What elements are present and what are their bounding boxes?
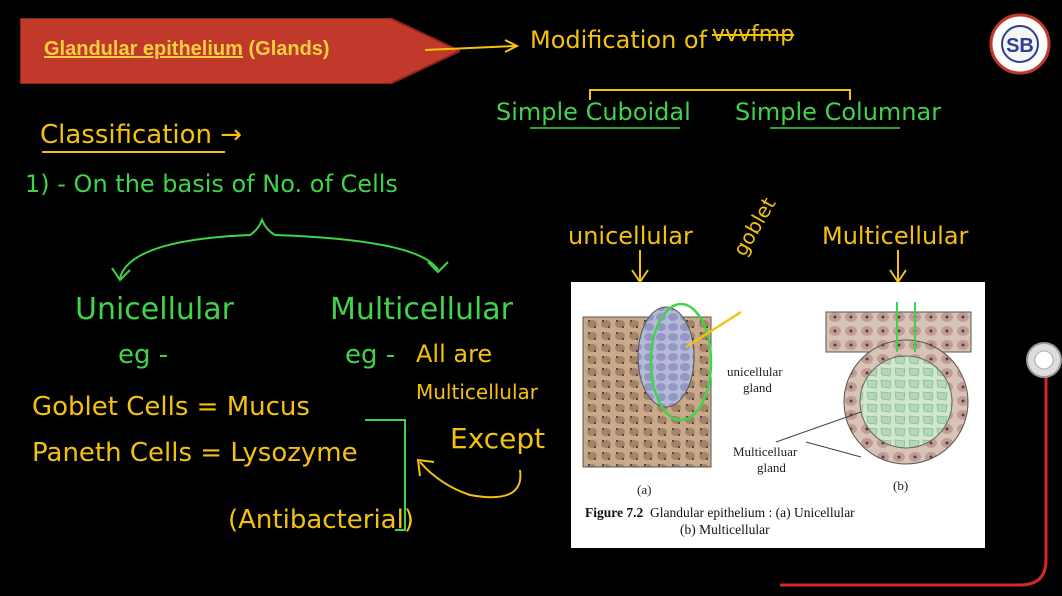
- note-eg-1: eg -: [118, 340, 169, 370]
- figure-7-2: unicellular gland Multicelluar gland (a)…: [571, 282, 985, 548]
- caption-text: Glandular epithelium : (a) Unicellular: [650, 505, 855, 520]
- note-classification: Classification →: [40, 120, 243, 150]
- sankalp-bharat-logo: SB: [989, 13, 1051, 75]
- label-multicellular-gland-1: Multicelluar: [733, 444, 798, 459]
- title-banner: [20, 18, 460, 84]
- note-simple-cuboidal: Simple Cuboidal: [496, 98, 691, 126]
- figure-caption: Figure 7.2 Glandular epithelium : (a) Un…: [585, 504, 975, 538]
- note-eg-2: eg -: [345, 340, 396, 370]
- note-antibacterial: (Antibacterial): [228, 505, 414, 535]
- figure-illustration: [582, 302, 972, 468]
- note-basis: 1) - On the basis of No. of Cells: [25, 170, 398, 198]
- note-fig-unicellular: unicellular: [568, 222, 693, 250]
- caption-bold: Figure 7.2: [585, 505, 644, 520]
- page-title: Glandular epithelium (Glands): [44, 38, 330, 61]
- label-a: (a): [637, 482, 652, 497]
- note-multicellular: Multicellular: [330, 292, 514, 327]
- cable-plug-icon: [1026, 342, 1062, 378]
- label-multicellular-gland-2: gland: [757, 460, 786, 475]
- note-paneth: Paneth Cells = Lysozyme: [32, 438, 358, 468]
- note-all-are: All are: [416, 340, 493, 368]
- label-b: (b): [893, 478, 909, 493]
- caption-text-2: (b) Multicellular: [680, 522, 770, 537]
- title-rest: (Glands): [242, 38, 330, 60]
- title-main: Glandular epithelium: [44, 38, 243, 60]
- note-goblet: Goblet Cells = Mucus: [32, 392, 310, 422]
- logo-letters: SB: [1006, 35, 1034, 57]
- label-unicellular-gland-2: gland: [743, 380, 772, 395]
- note-modification: Modification of: [530, 26, 708, 54]
- note-check: vvvfmp: [712, 22, 795, 47]
- note-unicellular: Unicellular: [75, 292, 234, 327]
- label-unicellular-gland-1: unicellular: [727, 364, 783, 379]
- note-simple-columnar: Simple Columnar: [735, 98, 942, 126]
- note-fig-multicellular: Multicellular: [822, 222, 969, 250]
- note-except: Except: [450, 422, 546, 455]
- note-multicellular-2: Multicellular: [416, 380, 539, 404]
